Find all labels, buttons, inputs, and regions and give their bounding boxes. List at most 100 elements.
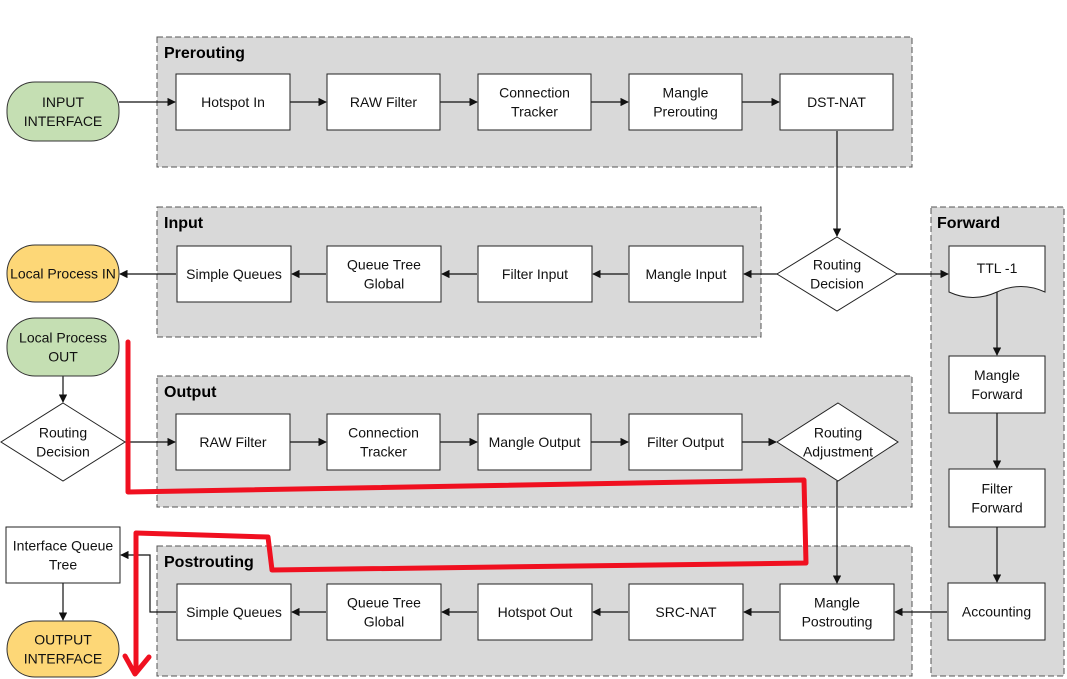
connection-tracker-box [477,73,592,131]
label-line: Tracker [511,104,558,120]
dst-nat-box [779,73,894,131]
input-group-title: Input [164,215,204,232]
output-raw-filter-label: RAW Filter [199,434,266,450]
local-process-out-terminal [6,317,120,377]
label-line: Forward [971,500,1022,516]
filter-input-label: Filter Input [502,266,568,282]
edges [58,97,1002,621]
label-line: Routing [814,425,862,441]
output-group-title: Output [164,384,217,401]
ttl-document-box [948,245,1046,298]
accounting-label: Accounting [962,604,1031,620]
mangle-output-box [477,413,592,471]
label-line: Queue Tree [347,257,421,273]
label-line: Simple Queues [186,266,282,282]
label-line: INTERFACE [24,651,103,667]
label-line: Mangle [663,85,709,101]
label-line: Mangle [814,595,860,611]
dst-nat-label: DST-NAT [807,94,866,110]
label-line: Filter [981,481,1012,497]
label-line: TTL -1 [977,260,1018,276]
label-line: SRC-NAT [655,604,717,620]
prerouting-group-title: Prerouting [164,45,245,62]
post-simple-queues-box [176,583,292,641]
mangle-postrouting-box [779,583,895,641]
hotspot-out-box [477,583,593,641]
hotspot-in-box [175,73,291,131]
accounting-box [947,582,1046,641]
label-line: Decision [810,276,864,292]
filter-output-label: Filter Output [647,434,724,450]
filter-forward-box [948,468,1046,528]
mangle-forward-box [948,355,1046,414]
label-line: RAW Filter [350,94,417,110]
label-line: Local Process IN [10,266,116,282]
label-line: DST-NAT [807,94,866,110]
output-interface-label: OUTPUT INTERFACE [24,632,103,667]
label-line: Tree [49,557,77,573]
label-line: Mangle Output [489,434,581,450]
label-line: Decision [36,444,90,460]
local-process-in-label: Local Process IN [10,266,116,282]
label-line: OUT [48,349,78,365]
postrouting-group-title: Postrouting [164,554,254,571]
label-line: Adjustment [803,444,873,460]
label-line: Connection [499,85,570,101]
mangle-output-label: Mangle Output [489,434,581,450]
label-line: Filter Output [647,434,724,450]
label-line: Global [364,276,404,292]
label-line: Routing [39,425,87,441]
hotspot-in-label: Hotspot In [201,94,265,110]
label-line: Prerouting [653,104,718,120]
label-line: Postrouting [802,614,873,630]
mangle-input-box [628,245,744,303]
label-line: OUTPUT [34,632,92,648]
routing-adjustment-diamond [776,402,899,482]
output-connection-tracker-box [326,413,441,471]
raw-filter-label: RAW Filter [350,94,417,110]
label-line: Routing [813,257,861,273]
output-raw-filter-box [175,413,291,471]
forward-group-title: Forward [937,215,1000,232]
label-line: Filter Input [502,266,568,282]
highlight-path [122,339,809,677]
hotspot-out-label: Hotspot Out [498,604,573,620]
label-line: Mangle Input [646,266,727,282]
input-interface-terminal [6,81,120,142]
label-line: Connection [348,425,419,441]
mangle-input-label: Mangle Input [646,266,727,282]
raw-filter-box [326,73,441,131]
label-line: Hotspot In [201,94,265,110]
post-simple-queues-label: Simple Queues [186,604,282,620]
label-line: Local Process [19,330,107,346]
label-line: Queue Tree [347,595,421,611]
label-line: Simple Queues [186,604,282,620]
filter-input-box [477,245,593,303]
src-nat-label: SRC-NAT [655,604,717,620]
label-line: Tracker [360,444,407,460]
label-line: Mangle [974,367,1020,383]
label-line: Global [364,614,404,630]
label-line: Hotspot Out [498,604,573,620]
src-nat-box [628,583,744,641]
mangle-prerouting-box [628,73,743,131]
input-simple-queues-box [176,245,292,303]
input-queue-tree-global-box [326,245,442,303]
label-line: Accounting [962,604,1031,620]
local-routing-decision-diamond [0,402,126,482]
local-process-in-terminal [6,244,120,303]
routing-decision-diamond [776,236,898,312]
